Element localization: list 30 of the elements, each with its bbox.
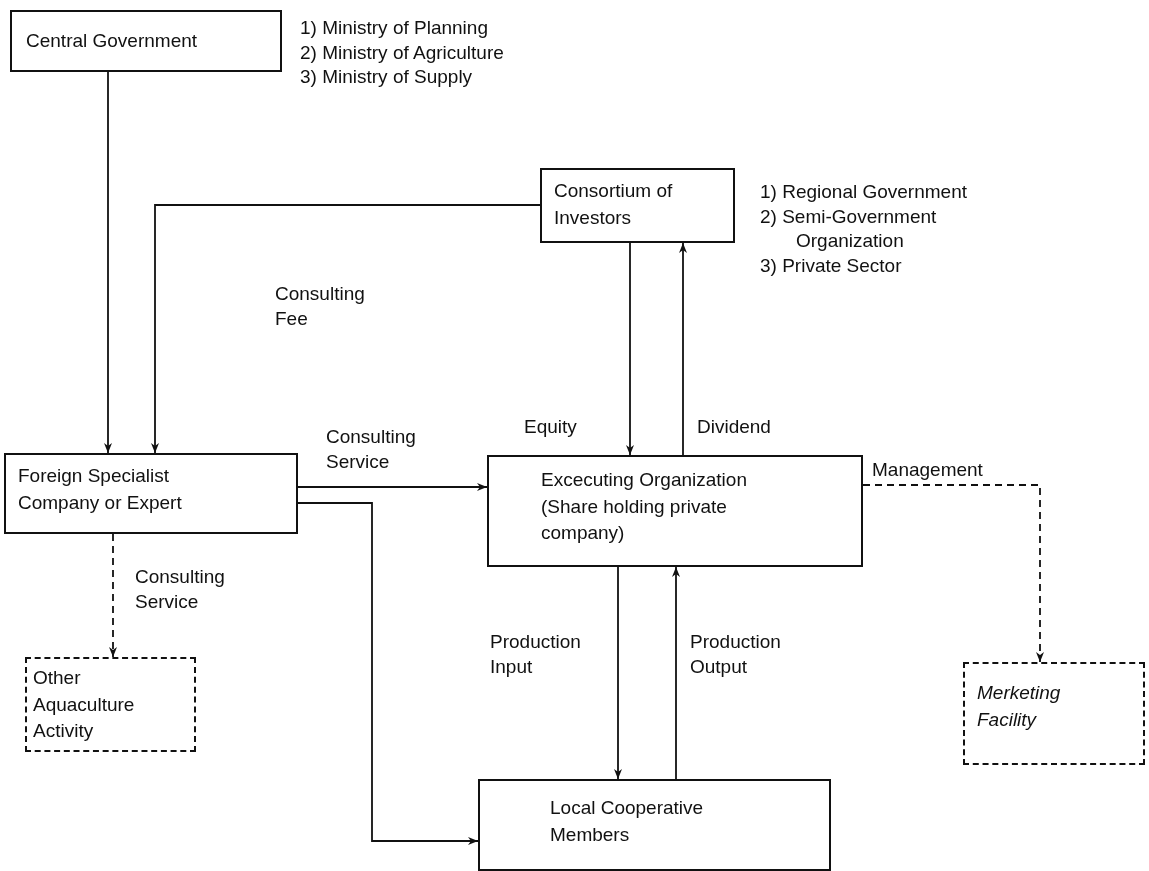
arrow [626, 242, 634, 456]
dashed-box [25, 657, 196, 752]
list-item: 2) Semi-Government Organization [760, 204, 938, 254]
process-box [487, 455, 863, 567]
arrow [862, 484, 1044, 663]
arrow [151, 204, 541, 454]
node-label: Local Cooperative Members [550, 796, 705, 847]
process-box [10, 10, 282, 72]
node-label: Excecuting Organization (Share holding private company) [541, 468, 748, 546]
list-item: 2) Ministry of Agriculture [300, 40, 505, 65]
arrow [297, 502, 479, 845]
node-label: Merketing Facility [977, 681, 1062, 732]
process-box [4, 453, 298, 534]
list-item: 3) Private Sector [760, 254, 903, 279]
dashed-box [963, 662, 1145, 765]
node-label: Other Aquaculture Activity [33, 666, 136, 744]
process-box [478, 779, 831, 871]
arrow [109, 533, 117, 658]
node-label: Foreign Specialist Company or Expert [18, 464, 183, 515]
arrow [104, 71, 112, 454]
arrow [614, 566, 622, 780]
arrow [672, 566, 680, 780]
list-item: 1) Regional Government [760, 180, 968, 204]
process-box [540, 168, 735, 243]
arrow [297, 483, 488, 491]
node-label: Central Government [26, 29, 198, 53]
node-label: Consortium of Investors [554, 179, 674, 230]
list-item: 1) Ministry of Planning [300, 16, 489, 40]
list-item: 3) Ministry of Supply [300, 65, 474, 90]
arrow [679, 242, 687, 456]
